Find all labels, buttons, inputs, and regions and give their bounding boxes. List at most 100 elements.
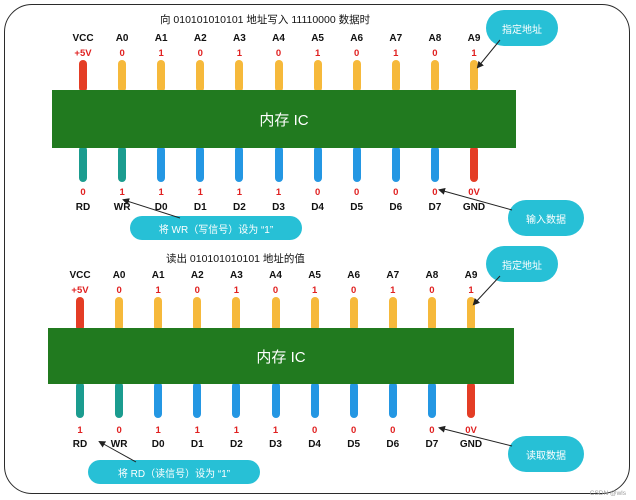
address-callout: 指定地址 xyxy=(486,246,558,282)
top-pin xyxy=(196,60,205,92)
top-pin xyxy=(274,60,283,92)
top-pin-label: A2 xyxy=(190,270,204,281)
top-pin-label: A3 xyxy=(232,33,246,44)
address-callout: 指定地址 xyxy=(486,10,558,46)
top-pin xyxy=(349,297,358,331)
section-title: 向 010101010101 地址写入 11110000 数据时 xyxy=(160,14,371,26)
bottom-pin xyxy=(154,382,163,418)
top-pin-value: 0 xyxy=(197,48,203,59)
top-pin-label: A1 xyxy=(154,33,168,44)
bottom-pin xyxy=(310,382,319,418)
top-pin-value: 0 xyxy=(432,48,438,59)
bottom-pin-label: D0 xyxy=(151,439,165,450)
bottom-pin xyxy=(274,146,283,182)
top-pin xyxy=(235,60,244,92)
bottom-pin xyxy=(430,146,439,182)
bottom-pin-label: GND xyxy=(462,202,486,213)
top-pin-value: 0 xyxy=(272,285,279,296)
top-pin-label: VCC xyxy=(72,33,94,44)
top-pin-value: 1 xyxy=(390,285,396,296)
top-pin-label: A6 xyxy=(347,270,361,281)
bottom-pin-value: 1 xyxy=(158,187,164,198)
top-pin-label: A0 xyxy=(112,270,126,281)
top-pin xyxy=(79,60,87,92)
top-pin-label: A5 xyxy=(311,33,324,44)
bottom-pin-value: 1 xyxy=(194,425,200,436)
top-pin-value: 1 xyxy=(155,285,161,296)
top-pin-value: 1 xyxy=(311,285,318,296)
top-pin-value: 0 xyxy=(351,285,357,296)
bottom-pin-label: D2 xyxy=(229,439,243,450)
bottom-pin-value: 0 xyxy=(354,187,360,198)
bottom-pin-label: RD xyxy=(72,439,88,450)
bottom-pin-label: D4 xyxy=(308,439,321,450)
bottom-pin xyxy=(313,146,322,182)
bottom-pin xyxy=(427,382,436,418)
top-pin-label: A4 xyxy=(272,33,285,44)
top-pin-value: 0 xyxy=(119,48,125,59)
top-pin-label: A4 xyxy=(269,270,282,281)
top-pin xyxy=(154,297,163,331)
bottom-pin xyxy=(271,382,280,418)
bottom-pin-label: D6 xyxy=(386,439,400,450)
top-pin-value: 0 xyxy=(275,48,282,59)
top-pin-value: 0 xyxy=(429,285,435,296)
bottom-pin-value: 0 xyxy=(311,425,318,436)
bottom-pin-label: D5 xyxy=(347,439,361,450)
top-pin-label: A9 xyxy=(467,33,481,44)
bottom-pin-label: D4 xyxy=(311,202,324,213)
bottom-pin-value: 0 xyxy=(80,187,86,198)
top-pin-label: A3 xyxy=(229,270,243,281)
memory-ic-chip: 内存 IC xyxy=(52,90,516,148)
bottom-pin-label: RD xyxy=(75,202,91,213)
top-pin-label: A2 xyxy=(193,33,207,44)
top-pin xyxy=(352,60,361,92)
bottom-pin xyxy=(115,382,124,418)
top-pin xyxy=(388,297,397,331)
bottom-pin xyxy=(470,146,478,182)
data-callout: 输入数据 xyxy=(508,200,584,236)
bottom-pin xyxy=(388,382,397,418)
bottom-pin-label: WR xyxy=(113,202,131,213)
top-pin xyxy=(427,297,436,331)
top-pin-value: 1 xyxy=(236,48,243,59)
bottom-pin-label: D0 xyxy=(154,202,168,213)
bottom-pin xyxy=(352,146,361,182)
diagram-frame xyxy=(4,4,630,494)
bottom-pin-label: WR xyxy=(110,439,128,450)
top-pin-label: A7 xyxy=(386,270,400,281)
top-pin-label: A1 xyxy=(151,270,165,281)
bottom-pin xyxy=(232,382,241,418)
bottom-pin-label: D1 xyxy=(193,202,207,213)
top-pin-label: A9 xyxy=(464,270,478,281)
bottom-pin-value: 1 xyxy=(275,187,282,198)
top-pin xyxy=(76,297,84,331)
top-pin-value: 1 xyxy=(314,48,321,59)
top-pin xyxy=(232,297,241,331)
top-pin-label: A6 xyxy=(350,33,364,44)
top-pin-label: A7 xyxy=(389,33,403,44)
top-pin xyxy=(193,297,202,331)
bottom-pin-value: 0 xyxy=(429,425,435,436)
bottom-pin-label: D3 xyxy=(272,202,285,213)
bottom-pin-label: D2 xyxy=(232,202,246,213)
bottom-pin-label: D3 xyxy=(269,439,282,450)
bottom-pin-label: D1 xyxy=(190,439,204,450)
control-signal-note: 将 RD（读信号）设为 “1” xyxy=(88,460,260,484)
bottom-pin-value: 1 xyxy=(77,425,83,436)
data-callout: 读取数据 xyxy=(508,436,584,472)
bottom-pin-value: 0 xyxy=(351,425,357,436)
bottom-pin xyxy=(76,382,84,418)
bottom-pin-label: D6 xyxy=(389,202,403,213)
top-pin xyxy=(467,297,475,331)
top-pin-value: 0 xyxy=(116,285,122,296)
bottom-pin xyxy=(79,146,87,182)
top-pin xyxy=(391,60,400,92)
top-pin-value: 1 xyxy=(471,48,477,59)
bottom-pin-value: 1 xyxy=(197,187,203,198)
bottom-pin-value: 0V xyxy=(465,425,477,436)
bottom-pin-value: 1 xyxy=(233,425,240,436)
top-pin-value: 0 xyxy=(354,48,360,59)
watermark: CSDN @wls xyxy=(589,490,626,497)
bottom-pin-value: 0 xyxy=(314,187,321,198)
